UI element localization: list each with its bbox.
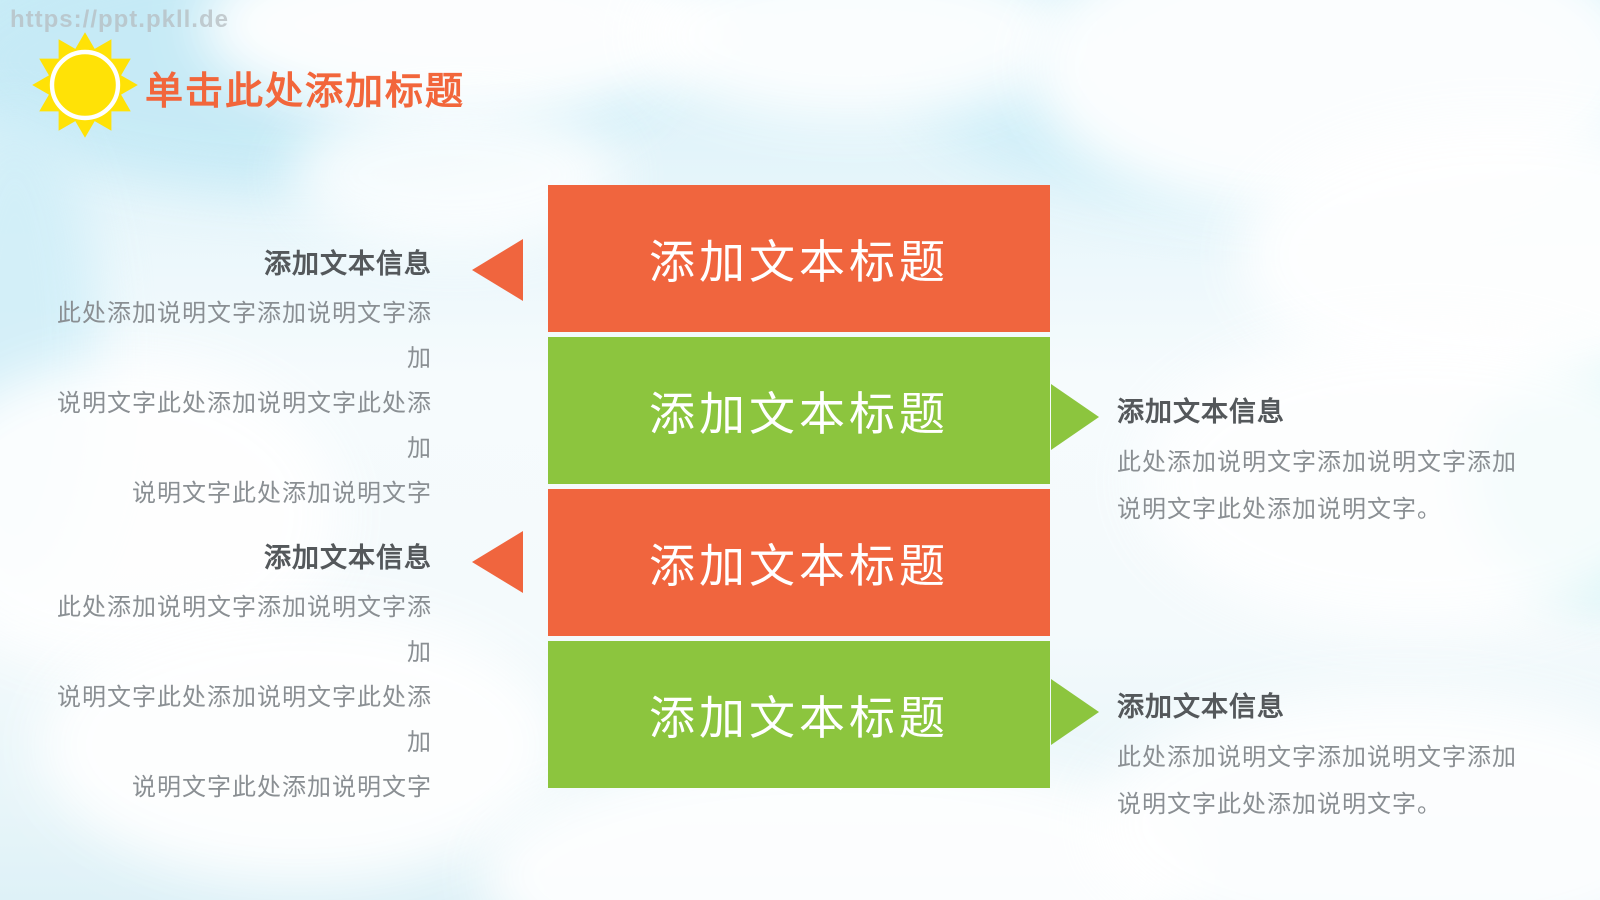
title-bar-1[interactable]: 添加文本标题 [548,185,1050,332]
info-body-line: 此处添加说明文字添加说明文字添加 [57,594,432,666]
page-title[interactable]: 单击此处添加标题 [145,71,466,113]
info-body-line: 说明文字此处添加说明文字。 [1117,791,1442,818]
info-heading: 添加文本信息 [1117,692,1285,722]
info-body-line: 此处添加说明文字添加说明文字添加 [57,300,432,372]
info-body-line: 说明文字此处添加说明文字此处添加 [57,390,432,462]
info-block-right-1[interactable]: 添加文本信息 此处添加说明文字添加说明文字添加 说明文字此处添加说明文字。 [1117,390,1557,533]
info-block-right-2[interactable]: 添加文本信息 此处添加说明文字添加说明文字添加 说明文字此处添加说明文字。 [1117,685,1557,828]
info-body-line: 说明文字此处添加说明文字。 [1117,496,1442,523]
watermark-url: https://ppt.pkll.de [10,6,229,33]
info-block-left-1[interactable]: 添加文本信息 此处添加说明文字添加说明文字添加 说明文字此处添加说明文字此处添加… [40,242,432,516]
right-arrow-icon [1051,679,1099,745]
info-body: 此处添加说明文字添加说明文字添加 说明文字此处添加说明文字此处添加 说明文字此处… [40,291,432,516]
title-bar-4-label: 添加文本标题 [649,691,949,744]
title-bar-stack: 添加文本标题 添加文本标题 添加文本标题 添加文本标题 [548,185,1050,793]
title-bar-2-label: 添加文本标题 [649,387,949,440]
left-arrow-icon [472,531,523,593]
info-body: 此处添加说明文字添加说明文字添加 说明文字此处添加说明文字此处添加 说明文字此处… [40,585,432,810]
info-body: 此处添加说明文字添加说明文字添加 说明文字此处添加说明文字。 [1117,734,1557,828]
info-heading: 添加文本信息 [1117,397,1285,427]
sun-icon [32,32,138,138]
info-body-line: 说明文字此处添加说明文字 [132,774,432,801]
right-arrow-icon [1051,384,1099,450]
title-bar-2[interactable]: 添加文本标题 [548,337,1050,484]
title-bar-1-label: 添加文本标题 [649,235,949,288]
info-heading: 添加文本信息 [264,543,432,573]
title-bar-3-label: 添加文本标题 [649,539,949,592]
info-block-left-2[interactable]: 添加文本信息 此处添加说明文字添加说明文字添加 说明文字此处添加说明文字此处添加… [40,536,432,810]
info-heading: 添加文本信息 [264,249,432,279]
info-body-line: 说明文字此处添加说明文字 [132,480,432,507]
title-bar-3[interactable]: 添加文本标题 [548,489,1050,636]
info-body: 此处添加说明文字添加说明文字添加 说明文字此处添加说明文字。 [1117,439,1557,533]
left-arrow-icon [472,239,523,301]
info-body-line: 说明文字此处添加说明文字此处添加 [57,684,432,756]
cloud [1140,330,1600,630]
info-body-line: 此处添加说明文字添加说明文字添加 [1117,744,1517,771]
title-bar-4[interactable]: 添加文本标题 [548,641,1050,788]
cloud [40,610,560,880]
info-body-line: 此处添加说明文字添加说明文字添加 [1117,449,1517,476]
